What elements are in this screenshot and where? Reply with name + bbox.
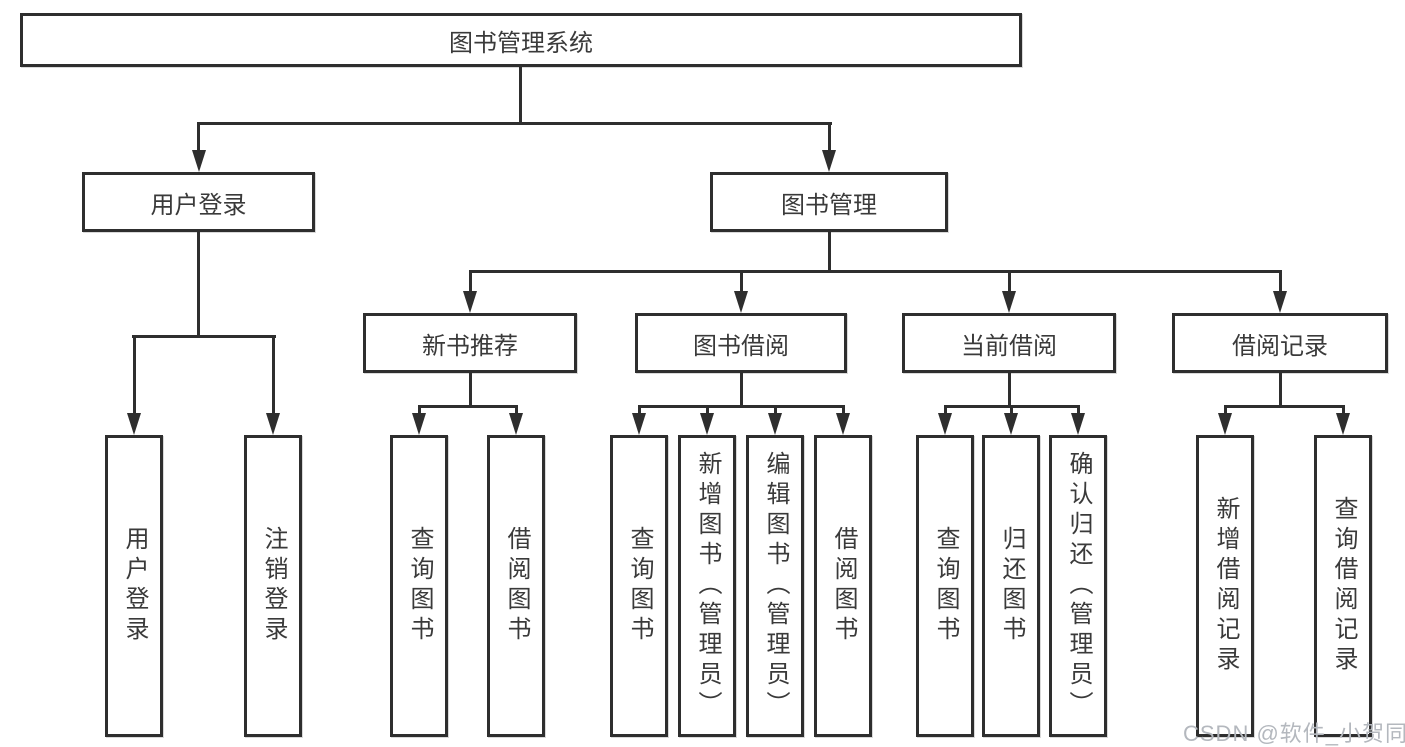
node-borrowing-records: 借阅记录 bbox=[1172, 313, 1388, 373]
arrow-down-icon bbox=[192, 150, 206, 172]
csdn-watermark: CSDN @软件_小贺同学 bbox=[1183, 721, 1405, 746]
arrow-down-icon bbox=[509, 413, 523, 435]
node-library-system: 图书管理系统 bbox=[20, 13, 1022, 67]
connector-line bbox=[1010, 405, 1013, 413]
arrow-down-icon bbox=[266, 413, 280, 435]
leaf-query-books-borrowing: 查询图书 bbox=[610, 435, 668, 737]
node-label: 图书管理 bbox=[781, 191, 877, 219]
arrow-down-icon bbox=[127, 413, 141, 435]
leaf-label: 确认归还（管理员） bbox=[1065, 451, 1092, 721]
connector-line bbox=[469, 373, 472, 405]
connector-line bbox=[706, 405, 709, 413]
leaf-user-login: 用户登录 bbox=[105, 435, 163, 737]
connector-line bbox=[1279, 373, 1282, 405]
arrow-down-icon bbox=[632, 413, 646, 435]
leaf-query-books-current: 查询图书 bbox=[916, 435, 974, 737]
connector-line bbox=[418, 405, 518, 408]
node-book-management: 图书管理 bbox=[710, 172, 948, 232]
node-label: 当前借阅 bbox=[961, 332, 1057, 360]
arrow-down-icon bbox=[1273, 291, 1287, 313]
leaf-label: 查询借阅记录 bbox=[1330, 496, 1357, 676]
leaf-label: 注销登录 bbox=[260, 526, 287, 646]
connector-line bbox=[469, 270, 1282, 273]
arrow-down-icon bbox=[1002, 291, 1016, 313]
arrow-down-icon bbox=[734, 291, 748, 313]
connector-line bbox=[519, 67, 522, 122]
node-label: 图书管理系统 bbox=[449, 29, 593, 57]
connector-line bbox=[515, 405, 518, 413]
node-label: 借阅记录 bbox=[1232, 332, 1328, 360]
leaf-edit-books-admin: 编辑图书（管理员） bbox=[746, 435, 804, 737]
leaf-borrow-books: 借阅图书 bbox=[814, 435, 872, 737]
leaf-query-books-recommend: 查询图书 bbox=[390, 435, 448, 737]
leaf-label: 编辑图书（管理员） bbox=[762, 451, 789, 721]
leaf-confirm-return-admin: 确认归还（管理员） bbox=[1049, 435, 1107, 737]
node-new-book-recommend: 新书推荐 bbox=[363, 313, 577, 373]
leaf-add-books-admin: 新增图书（管理员） bbox=[678, 435, 736, 737]
leaf-label: 新增图书（管理员） bbox=[694, 451, 721, 721]
node-current-borrowing: 当前借阅 bbox=[902, 313, 1116, 373]
connector-line bbox=[638, 405, 845, 408]
arrow-down-icon bbox=[412, 413, 426, 435]
connector-line bbox=[740, 270, 743, 291]
leaf-label: 用户登录 bbox=[121, 526, 148, 646]
node-book-borrowing: 图书借阅 bbox=[635, 313, 847, 373]
connector-line bbox=[638, 405, 641, 413]
arrow-down-icon bbox=[700, 413, 714, 435]
connector-line bbox=[1224, 405, 1227, 413]
connector-line bbox=[469, 270, 472, 291]
arrow-down-icon bbox=[1336, 413, 1350, 435]
leaf-logout: 注销登录 bbox=[244, 435, 302, 737]
arrow-down-icon bbox=[1071, 413, 1085, 435]
leaf-borrow-books-recommend: 借阅图书 bbox=[487, 435, 545, 737]
leaf-return-books: 归还图书 bbox=[982, 435, 1040, 737]
connector-line bbox=[133, 335, 136, 413]
connector-line bbox=[1342, 405, 1345, 413]
node-user-login: 用户登录 bbox=[82, 172, 315, 232]
arrow-down-icon bbox=[1004, 413, 1018, 435]
connector-line bbox=[197, 122, 832, 125]
leaf-label: 查询图书 bbox=[406, 526, 433, 646]
connector-line bbox=[1008, 270, 1011, 291]
connector-line bbox=[1008, 373, 1011, 405]
node-label: 图书借阅 bbox=[693, 332, 789, 360]
node-label: 用户登录 bbox=[150, 191, 247, 219]
connector-line bbox=[418, 405, 421, 413]
arrow-down-icon bbox=[1218, 413, 1232, 435]
leaf-query-borrow-record: 查询借阅记录 bbox=[1314, 435, 1372, 737]
connector-line bbox=[1224, 405, 1345, 408]
arrow-down-icon bbox=[938, 413, 952, 435]
connector-line bbox=[272, 335, 275, 413]
arrow-down-icon bbox=[463, 291, 477, 313]
connector-line bbox=[828, 232, 831, 270]
connector-line bbox=[740, 373, 743, 405]
arrow-down-icon bbox=[822, 150, 836, 172]
connector-line bbox=[842, 405, 845, 413]
connector-line bbox=[197, 232, 200, 335]
arrow-down-icon bbox=[768, 413, 782, 435]
connector-line bbox=[1279, 270, 1282, 291]
leaf-add-borrow-record: 新增借阅记录 bbox=[1196, 435, 1254, 737]
leaf-label: 查询图书 bbox=[626, 526, 653, 646]
connector-line bbox=[1077, 405, 1080, 413]
leaf-label: 新增借阅记录 bbox=[1212, 496, 1239, 676]
connector-line bbox=[774, 405, 777, 413]
connector-line bbox=[944, 405, 947, 413]
leaf-label: 借阅图书 bbox=[503, 526, 530, 646]
leaf-label: 归还图书 bbox=[998, 526, 1025, 646]
connector-line bbox=[132, 335, 276, 338]
arrow-down-icon bbox=[836, 413, 850, 435]
node-label: 新书推荐 bbox=[422, 332, 518, 360]
connector-line bbox=[828, 122, 831, 150]
leaf-label: 借阅图书 bbox=[830, 526, 857, 646]
connector-line bbox=[197, 122, 200, 150]
leaf-label: 查询图书 bbox=[932, 526, 959, 646]
